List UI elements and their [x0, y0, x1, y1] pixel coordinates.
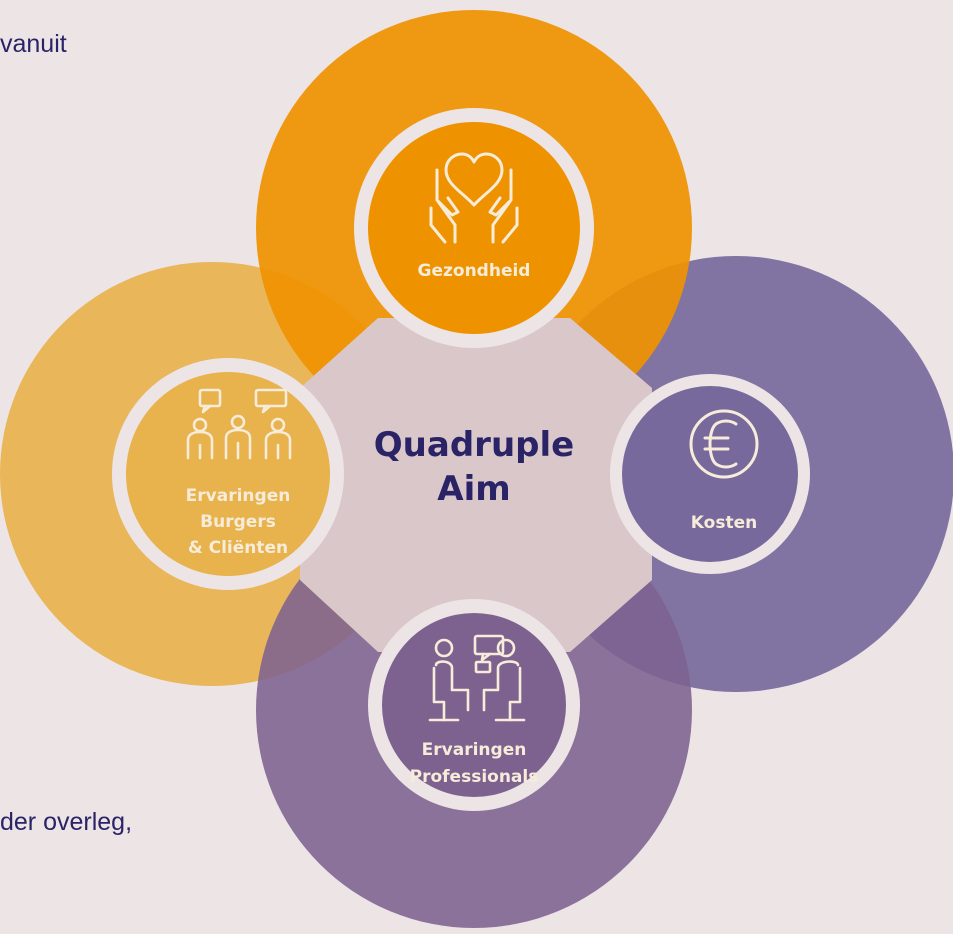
- node-label-left-1: Ervaringen: [186, 486, 291, 506]
- inner-nodes: [112, 108, 810, 811]
- node-label-bottom-2: Professionals: [410, 767, 539, 787]
- node-label-left-3: & Cliënten: [188, 538, 288, 558]
- text-fragment-bottom: der overleg,: [0, 808, 133, 836]
- node-label-bottom-1: Ervaringen: [422, 740, 527, 760]
- node-top: [368, 122, 580, 334]
- center-title-line1: Quadruple: [374, 425, 574, 465]
- text-fragment-top: vanuit: [0, 30, 67, 58]
- node-label-top: Gezondheid: [418, 261, 531, 281]
- node-label-right: Kosten: [691, 513, 757, 533]
- node-label-left-2: Burgers: [200, 512, 276, 532]
- group-chat-icon: [186, 388, 292, 460]
- node-bottom: [382, 613, 566, 797]
- euro-icon: [689, 409, 759, 479]
- center-title-line2: Aim: [437, 469, 510, 509]
- conversation-icon: [428, 634, 526, 722]
- center-shape: [300, 318, 652, 652]
- node-left: [126, 372, 330, 576]
- heart-hands-icon: [429, 152, 519, 244]
